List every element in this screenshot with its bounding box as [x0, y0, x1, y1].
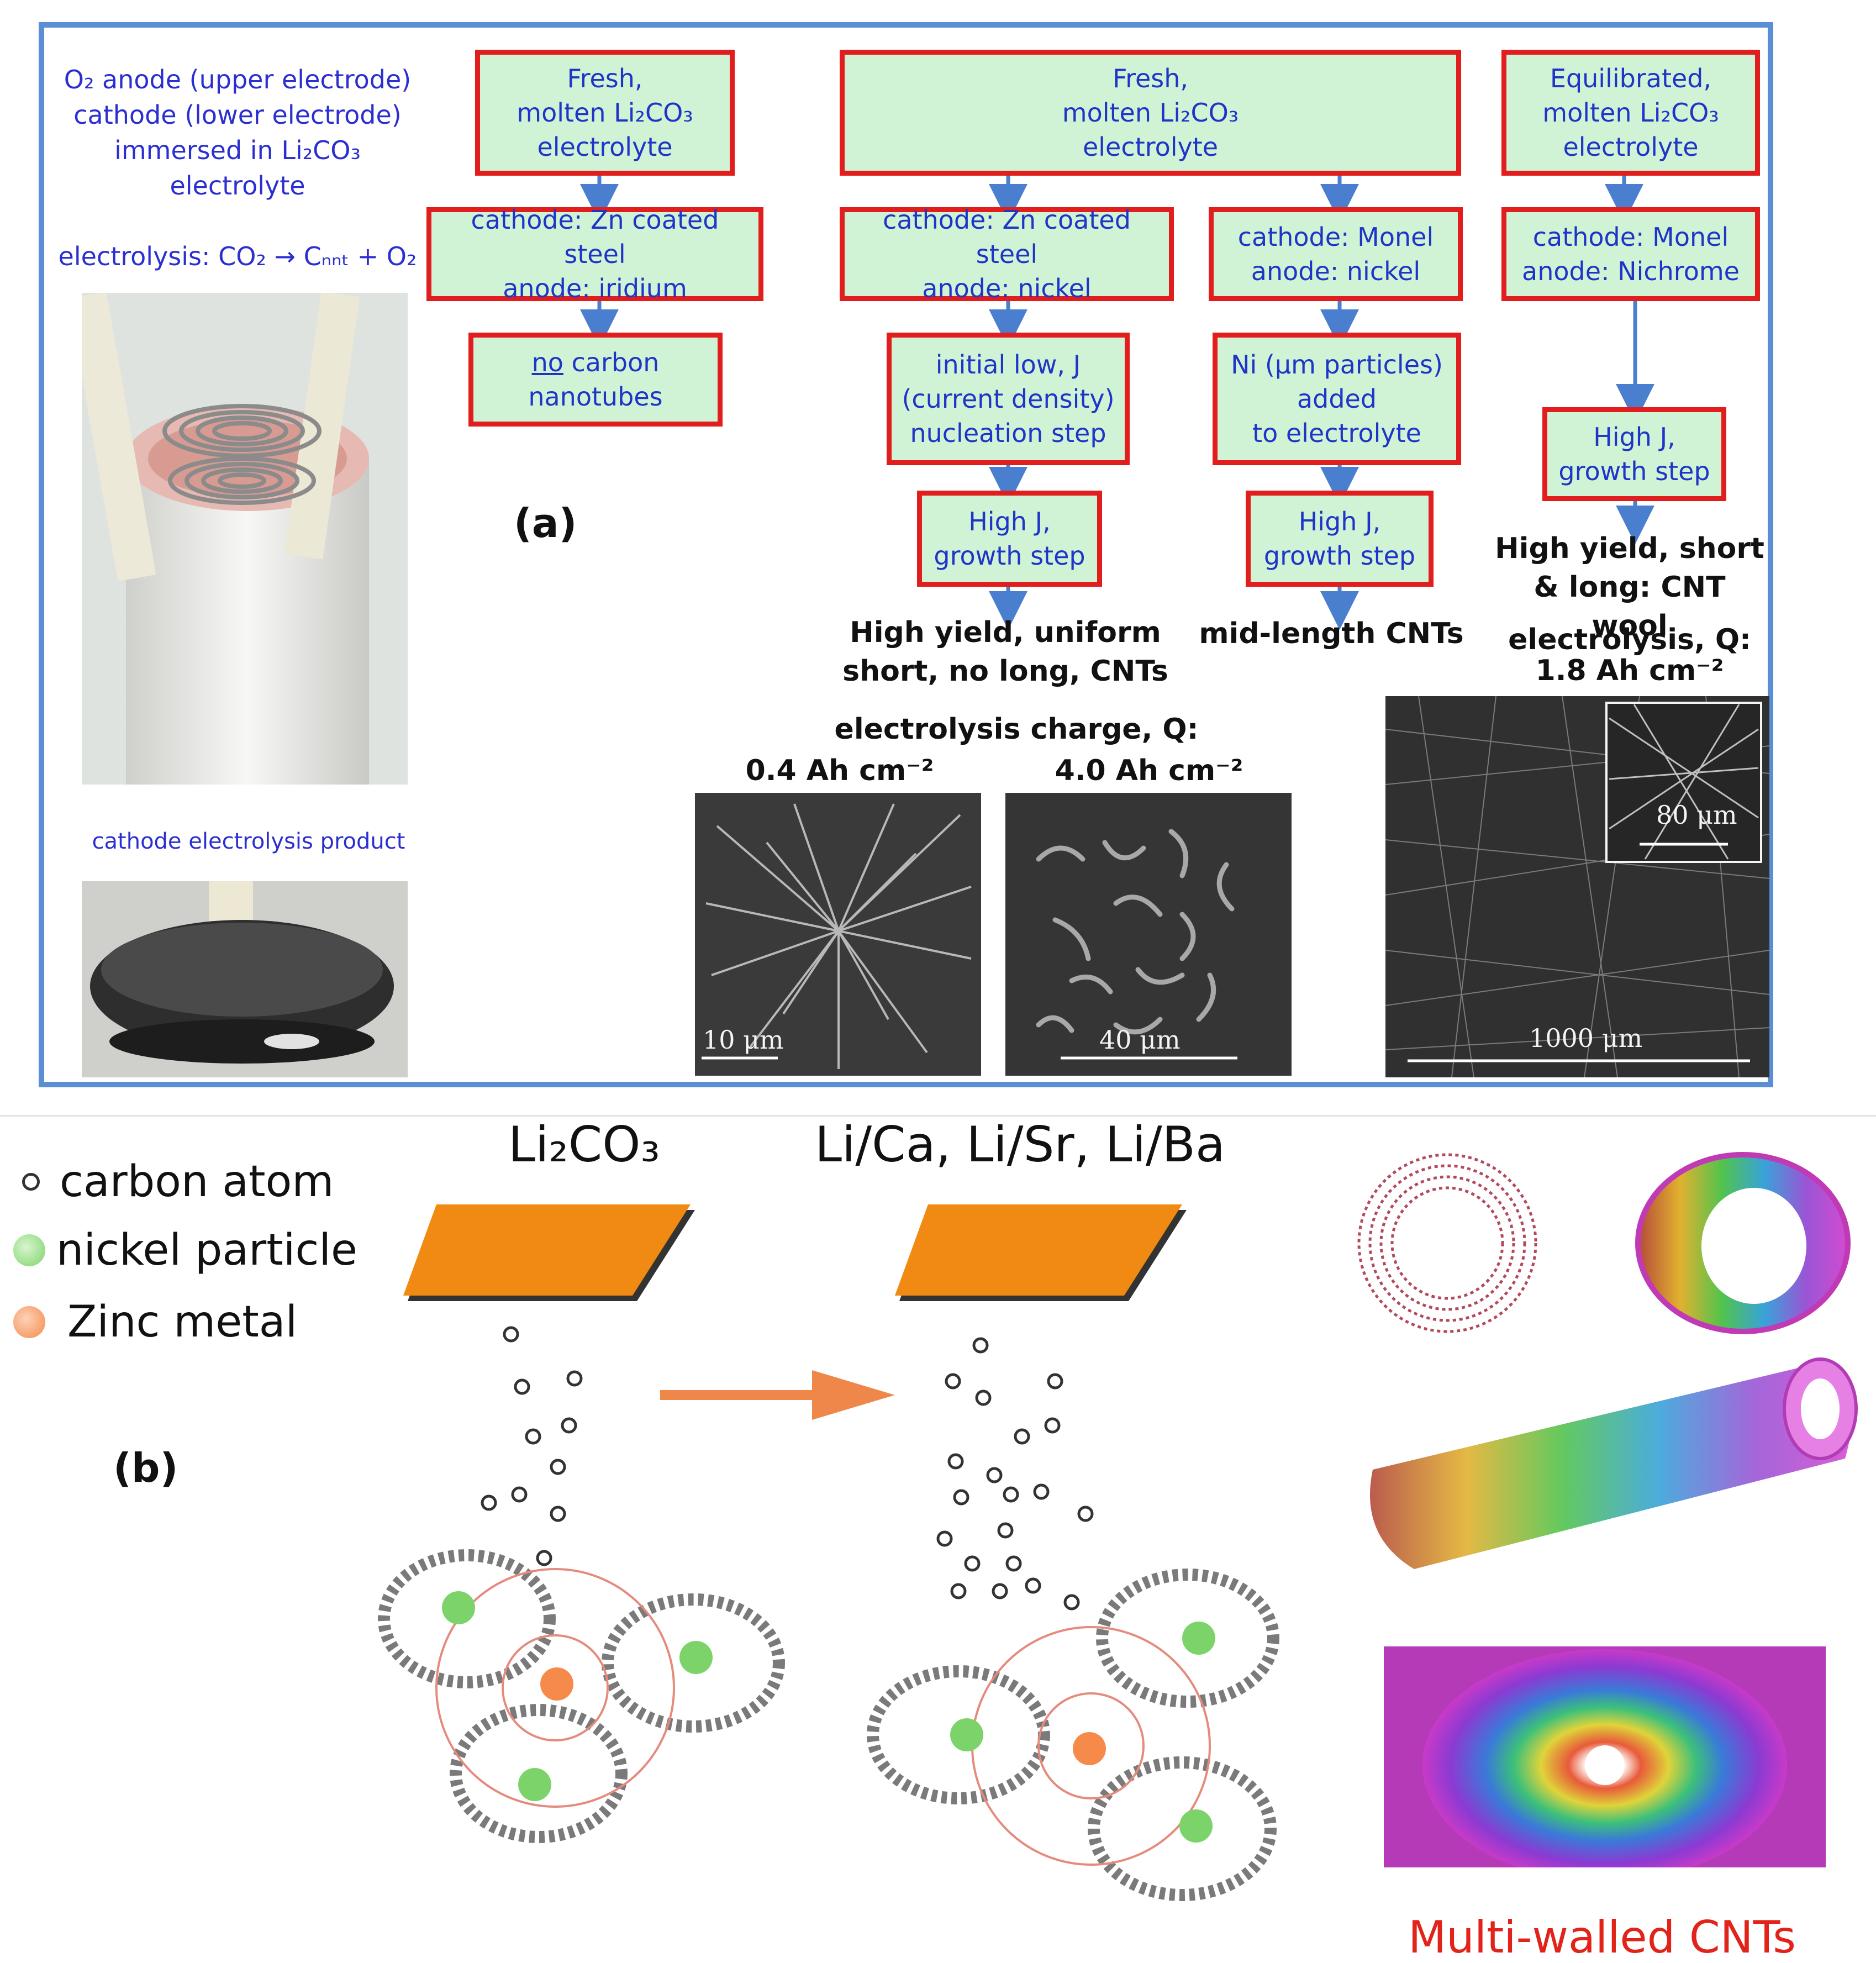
electrolysis-cell-photo: [82, 293, 408, 785]
nickel-particle: [1182, 1622, 1215, 1655]
col4-outcome: High yield, short & long: CNT wool: [1495, 532, 1764, 643]
sem3-scale: 1000 μm: [1529, 1023, 1643, 1053]
electrolyte-plate-1: [403, 1204, 691, 1296]
mwcnt-illustrations: [1357, 1152, 1858, 1867]
product-caption: cathode electrolysis product: [92, 829, 405, 854]
col2-electrolyte-box: Fresh, molten Li₂CO₃ electrolyte: [840, 50, 1461, 176]
nickel-particle-icon: [13, 1234, 45, 1266]
setup-line-2: cathode (lower electrode): [73, 100, 402, 130]
mwcnt-caption: Multi-walled CNTs: [1408, 1912, 1796, 1963]
panel-divider: [0, 1115, 1876, 1117]
nickel-particle: [518, 1768, 551, 1801]
sem-image-short-cnts: 10 μm: [695, 793, 981, 1076]
result-underlined-word: no: [531, 348, 563, 377]
zinc-metal-icon: [13, 1306, 45, 1338]
legend-label-nickel: nickel particle: [56, 1225, 358, 1275]
sem1-scale: 10 μm: [703, 1025, 784, 1055]
col2-outcome: High yield, uniform short, no long, CNTs: [842, 616, 1168, 688]
col4-electrolyte-box: Equilibrated, molten Li₂CO₃ electrolyte: [1501, 50, 1760, 176]
carbon-atom-icon: [22, 1173, 40, 1191]
electrolyte-plate-2: [895, 1204, 1182, 1296]
panel-b-label: (b): [113, 1445, 178, 1491]
setup-description: O₂ anode (upper electrode) cathode (lowe…: [50, 62, 425, 203]
col4-growth-box: High J, growth step: [1542, 407, 1726, 501]
legend-label-carbon: carbon atom: [60, 1157, 334, 1207]
cathode-product-photo: [82, 881, 408, 1077]
sem2-scale: 40 μm: [1099, 1025, 1181, 1055]
col2-growth-box: High J, growth step: [917, 491, 1102, 587]
nickel-particle: [442, 1591, 475, 1624]
sem-image-tangled-cnts: 40 μm: [1005, 793, 1292, 1076]
flow-arrows: [580, 176, 1654, 630]
legend-item-zinc: Zinc metal: [11, 1286, 398, 1358]
sem-image-cnt-wool: 80 μm 1000 μm: [1385, 696, 1769, 1077]
charge-caption: electrolysis charge, Q:: [834, 713, 1199, 746]
electrolyte-2-label: Li/Ca, Li/Sr, Li/Ba: [815, 1116, 1225, 1173]
col3-particles-box: Ni (μm particles) added to electrolyte: [1213, 333, 1461, 465]
legend-item-nickel: nickel particle: [11, 1214, 398, 1286]
legend-item-carbon: carbon atom: [11, 1149, 398, 1214]
nickel-particle: [679, 1641, 713, 1674]
col4-charge: electrolysis, Q: 1.8 Ah cm⁻²: [1508, 623, 1751, 687]
result-rest: carbon nanotubes: [528, 348, 663, 412]
col2-nucleation-box: initial low, J (current density) nucleat…: [887, 333, 1130, 465]
process-arrow: [812, 1370, 895, 1420]
col3-electrodes-box: cathode: Monel anode: nickel: [1209, 207, 1463, 301]
zinc-particle: [1073, 1732, 1106, 1765]
electrolyte-1-label: Li₂CO₃: [508, 1116, 660, 1173]
nickel-particle: [950, 1718, 983, 1751]
col1-electrolyte-box: Fresh, molten Li₂CO₃ electrolyte: [475, 50, 735, 176]
col1-electrodes-box: cathode: Zn coated steel anode: iridium: [426, 205, 763, 303]
legend: carbon atom nickel particle Zinc metal: [11, 1149, 398, 1358]
sem2-charge-label: 4.0 Ah cm⁻²: [1055, 754, 1243, 787]
setup-line-3: immersed in Li₂CO₃: [114, 135, 361, 165]
setup-line-1: O₂ anode (upper electrode): [64, 65, 412, 94]
col2-electrodes-box: cathode: Zn coated steel anode: nickel: [840, 205, 1174, 303]
legend-label-zinc: Zinc metal: [67, 1297, 298, 1347]
zinc-particle: [540, 1667, 573, 1701]
cnt-growth-schematic: [378, 1204, 1279, 1901]
col3-outcome: mid-length CNTs: [1199, 617, 1464, 650]
panel-a-label: (a): [514, 500, 577, 546]
col4-electrodes-box: cathode: Monel anode: Nichrome: [1501, 207, 1760, 301]
nickel-particle: [1179, 1809, 1213, 1843]
reaction-equation: electrolysis: CO₂ → Cₙₙₜ + O₂: [58, 241, 417, 271]
setup-line-4: electrolyte: [170, 171, 305, 201]
sem1-charge-label: 0.4 Ah cm⁻²: [745, 754, 934, 787]
col1-result-box: no carbon nanotubes: [468, 333, 723, 427]
col3-growth-box: High J, growth step: [1246, 491, 1434, 587]
inset-scale: 80 μm: [1656, 800, 1737, 830]
